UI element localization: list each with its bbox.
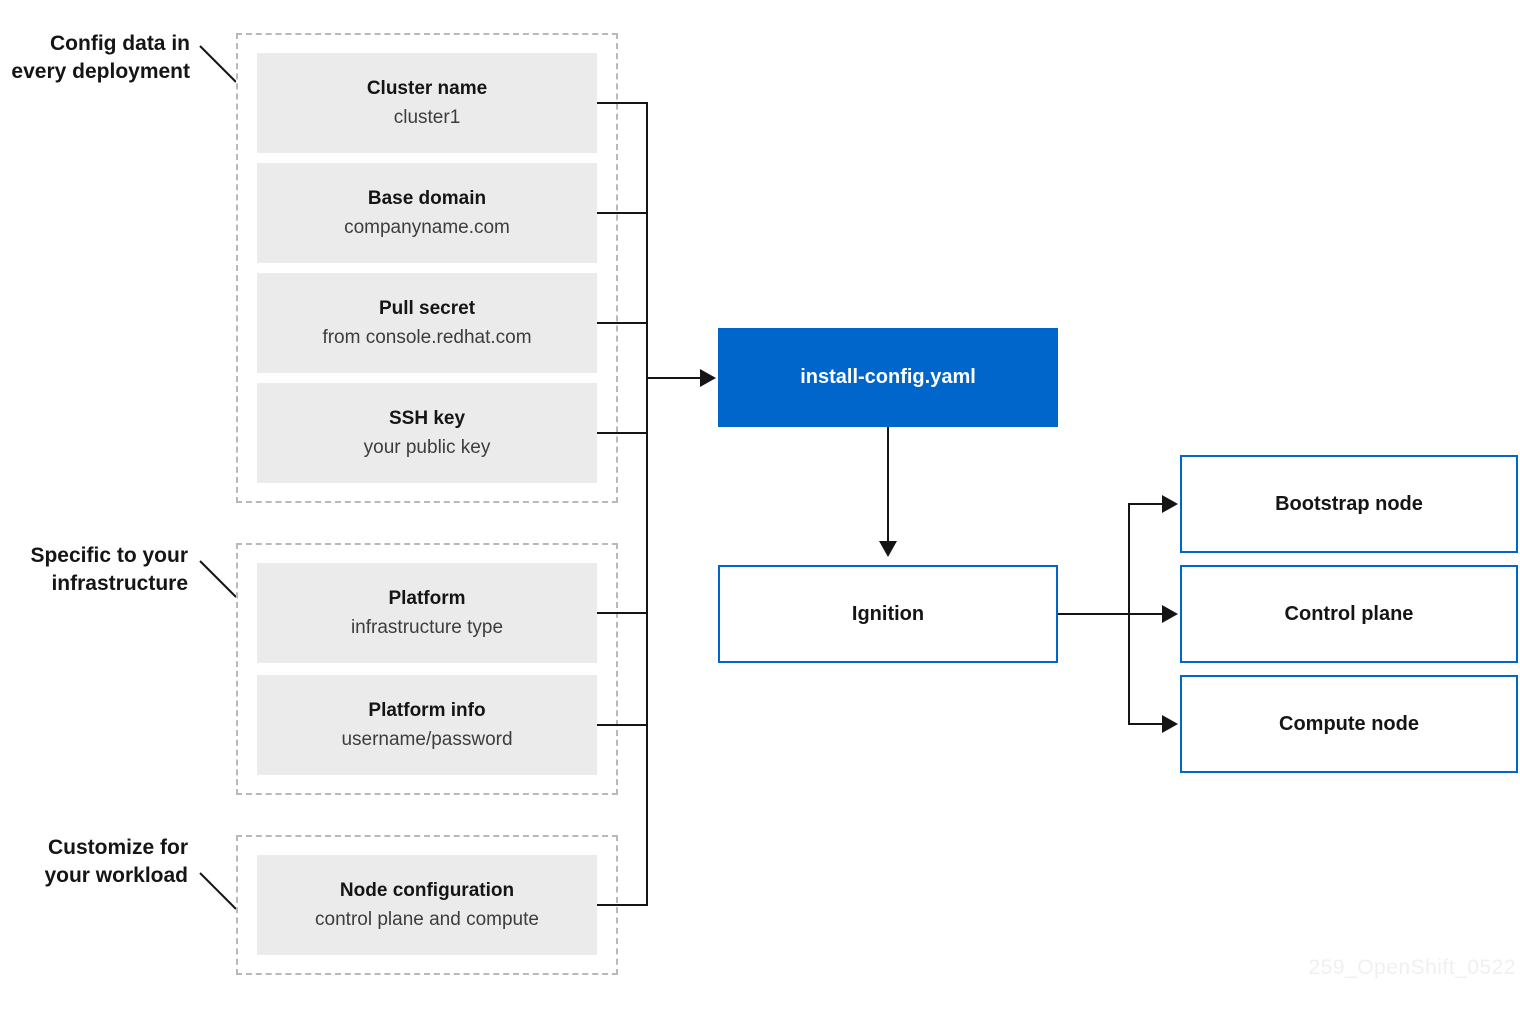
connector-stub-pull-secret [597, 322, 648, 324]
control-plane-box: Control plane [1180, 565, 1518, 663]
annotation-specific-infrastructure: Specific to your infrastructure [0, 542, 188, 598]
install-config-yaml-box: install-config.yaml [718, 328, 1058, 427]
connector-trunk [646, 102, 648, 906]
group-specific-infrastructure: Platform infrastructure type Platform in… [236, 543, 618, 795]
group-config-data-every-deployment: Cluster name cluster1 Base domain compan… [236, 33, 618, 503]
annotation-line: Customize for [47, 836, 188, 859]
connector-stub-platform-info [597, 724, 648, 726]
config-item-node-configuration: Node configuration control plane and com… [257, 855, 597, 955]
config-item-platform-info: Platform info username/password [257, 675, 597, 775]
config-item-title: Base domain [367, 188, 487, 209]
arrow-shaft-into-install-config [648, 377, 700, 379]
config-item-base-domain: Base domain companyname.com [257, 163, 597, 263]
config-item-subtitle: username/password [341, 729, 513, 750]
config-item-title: SSH key [388, 408, 466, 429]
annotation-line: Specific to your [30, 544, 188, 567]
watermark-text: 259_OpenShift_0522 [1308, 956, 1516, 979]
annotation-line: infrastructure [51, 572, 188, 595]
config-item-title: Platform [388, 588, 466, 609]
config-item-ssh-key: SSH key your public key [257, 383, 597, 483]
bootstrap-node-box: Bootstrap node [1180, 455, 1518, 553]
arrow-shaft-compute [1128, 723, 1164, 725]
bootstrap-node-label: Bootstrap node [1275, 492, 1423, 515]
compute-node-box: Compute node [1180, 675, 1518, 773]
config-item-subtitle: your public key [363, 437, 491, 458]
control-plane-label: Control plane [1284, 602, 1414, 625]
annotation-config-data: Config data in every deployment [0, 30, 190, 86]
config-item-cluster-name: Cluster name cluster1 [257, 53, 597, 153]
connector-stub-platform [597, 612, 648, 614]
connector-stub-ssh-key [597, 432, 648, 434]
config-item-subtitle: cluster1 [393, 107, 461, 128]
ignition-box: Ignition [718, 565, 1058, 663]
group-customize-workload: Node configuration control plane and com… [236, 835, 618, 975]
config-item-title: Pull secret [378, 298, 476, 319]
annotation-line: your workload [44, 864, 188, 887]
annotation-line: Config data in [50, 32, 190, 55]
config-item-subtitle: control plane and compute [315, 909, 539, 930]
arrowhead-bootstrap-node [1162, 495, 1178, 513]
connector-stub-base-domain [597, 212, 648, 214]
arrowhead-compute-node [1162, 715, 1178, 733]
arrowhead-into-ignition [879, 541, 897, 557]
connector-stub-cluster-name [597, 102, 648, 104]
config-item-subtitle: from console.redhat.com [322, 327, 532, 348]
connector-stub-node-configuration [597, 904, 648, 906]
annotation-customize-workload: Customize for your workload [0, 834, 188, 890]
config-item-pull-secret: Pull secret from console.redhat.com [257, 273, 597, 373]
config-item-platform: Platform infrastructure type [257, 563, 597, 663]
arrowhead-control-plane [1162, 605, 1178, 623]
install-config-yaml-label: install-config.yaml [800, 366, 976, 388]
config-item-subtitle: companyname.com [344, 217, 510, 238]
config-item-title: Platform info [368, 700, 486, 721]
compute-node-label: Compute node [1279, 712, 1419, 735]
annotation-line: every deployment [11, 60, 190, 83]
config-item-subtitle: infrastructure type [350, 617, 504, 638]
arrow-shaft-bootstrap [1128, 503, 1164, 505]
connector-ignition-out [1058, 613, 1164, 615]
connector-branch-vertical [1128, 503, 1130, 725]
arrow-shaft-install-config-to-ignition [887, 427, 889, 543]
ignition-label: Ignition [851, 602, 925, 625]
config-item-title: Cluster name [366, 78, 488, 99]
config-item-title: Node configuration [339, 880, 515, 901]
arrowhead-into-install-config [700, 369, 716, 387]
